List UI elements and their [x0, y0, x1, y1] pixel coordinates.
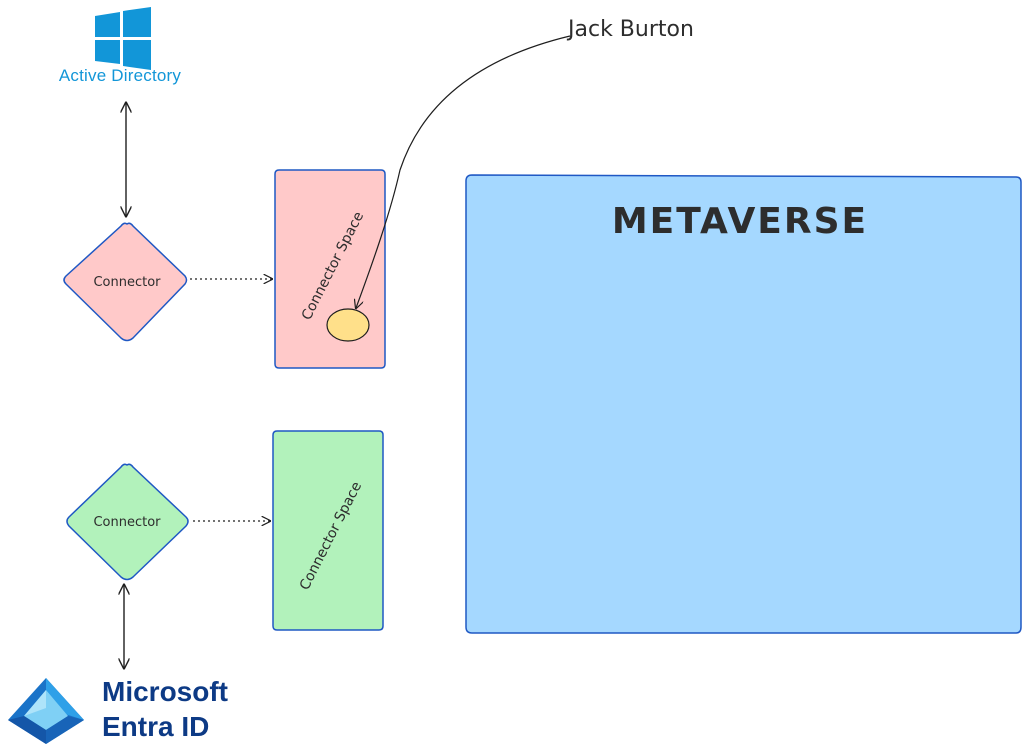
entra-id-logo-icon: [8, 678, 84, 744]
connector-bottom[interactable]: Connector: [66, 463, 189, 581]
entra-id-label: Microsoft Entra ID: [102, 674, 228, 744]
connector-bottom-label: Connector: [93, 515, 161, 530]
active-directory-label: Active Directory: [58, 66, 182, 85]
connector-top-label: Connector: [93, 275, 161, 290]
connector-top[interactable]: Connector: [63, 222, 188, 342]
connector-space-bottom[interactable]: Connector Space: [272, 430, 384, 631]
entra-line1: Microsoft: [102, 676, 228, 707]
annotation-arrow: [356, 35, 571, 308]
annotation-label: Jack Burton: [566, 17, 694, 42]
metaverse-box[interactable]: METAVERSE: [465, 174, 1022, 634]
metaverse-title: METAVERSE: [612, 201, 868, 242]
object-ellipse[interactable]: [326, 308, 370, 342]
connector-space-top[interactable]: Connector Space: [274, 169, 386, 369]
windows-logo-icon: [95, 7, 151, 70]
entra-line2: Entra ID: [102, 711, 210, 742]
